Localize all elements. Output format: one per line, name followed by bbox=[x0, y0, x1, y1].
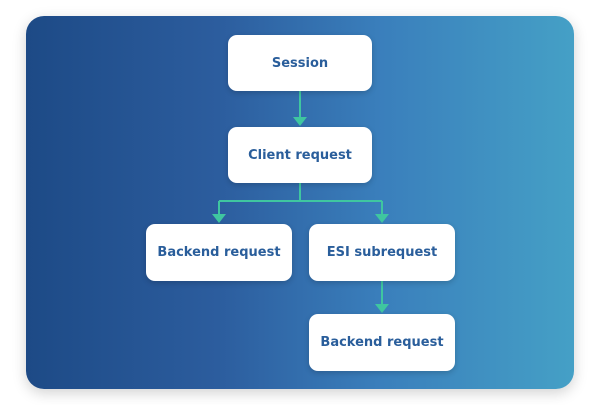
node-esi-subrequest-label: ESI subrequest bbox=[326, 245, 438, 260]
node-backend-request-bottom-label: Backend request bbox=[320, 335, 444, 350]
diagram-background: Session Client request Backend request E… bbox=[26, 16, 574, 389]
node-esi-subrequest: ESI subrequest bbox=[309, 224, 455, 281]
node-client-request-label: Client request bbox=[248, 147, 352, 163]
node-session: Session bbox=[228, 35, 372, 91]
arrowhead-client-request bbox=[293, 117, 307, 126]
node-backend-request-left-label: Backend request bbox=[157, 245, 281, 260]
arrowhead-backend-left bbox=[212, 214, 226, 223]
connector-lines bbox=[212, 91, 389, 313]
node-backend-request-bottom: Backend request bbox=[309, 314, 455, 371]
node-session-label: Session bbox=[271, 55, 329, 71]
node-client-request: Client request bbox=[228, 127, 372, 183]
arrowhead-backend-bottom bbox=[375, 304, 389, 313]
node-backend-request-left: Backend request bbox=[146, 224, 292, 281]
arrowhead-esi bbox=[375, 214, 389, 223]
